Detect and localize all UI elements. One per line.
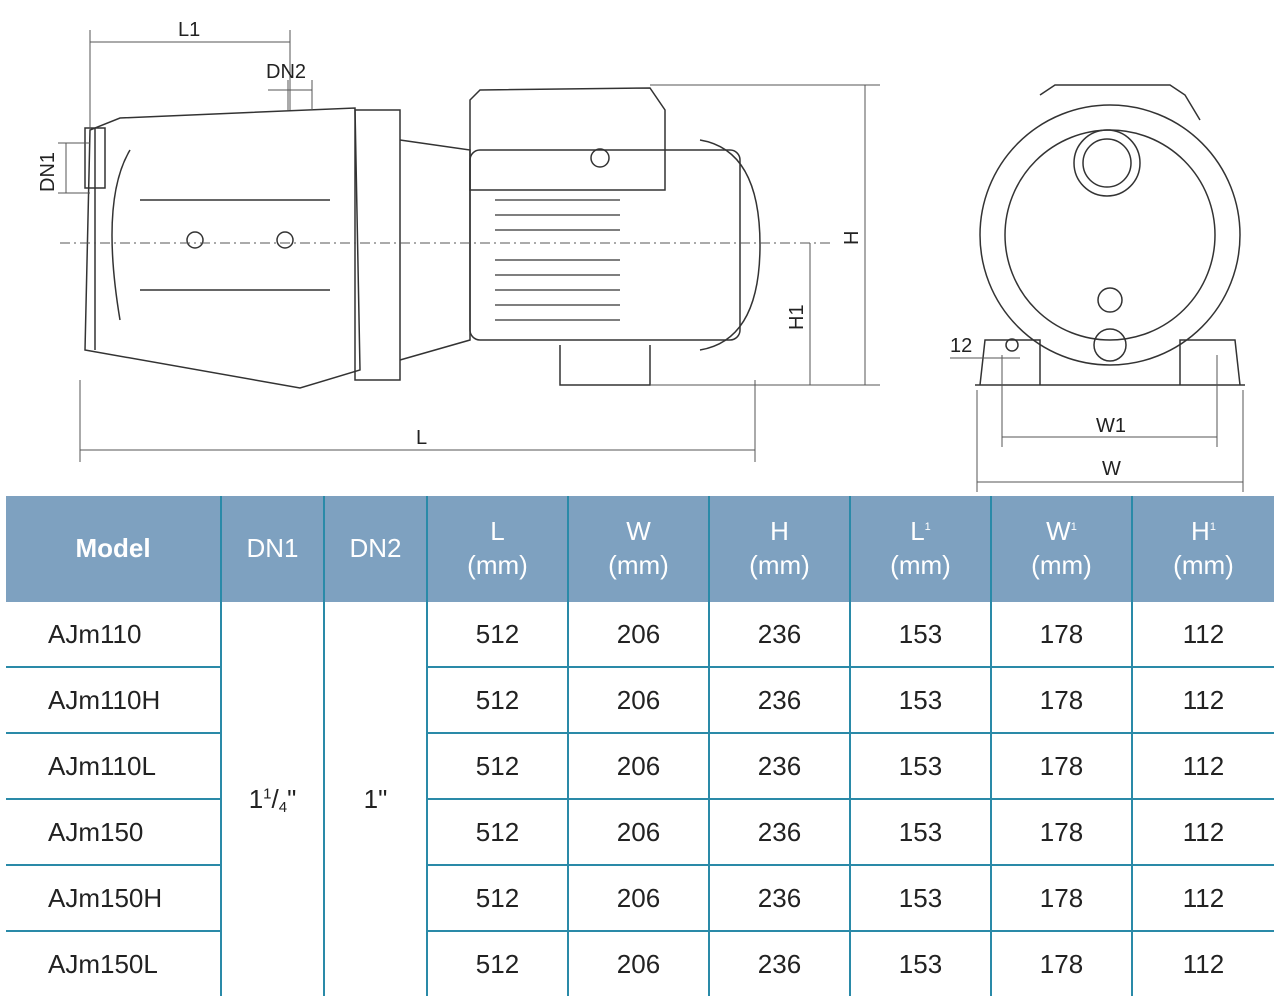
cell-w1: 178 (990, 602, 1132, 667)
cell-h1: 112 (1131, 864, 1274, 931)
cell-h: 236 (708, 666, 850, 733)
cell-w: 206 (567, 930, 709, 996)
header-h: H(mm) (708, 496, 850, 602)
cell-l1: 153 (849, 666, 991, 733)
dim-label-w: W (1102, 458, 1121, 480)
header-l1: L1(mm) (849, 496, 991, 602)
header-dn1: DN1 (220, 496, 324, 602)
cell-model: AJm110H (6, 666, 221, 733)
cell-l1: 153 (849, 930, 991, 996)
dim-label-foot: 12 (950, 335, 972, 357)
cell-model: AJm150H (6, 864, 221, 931)
cell-w: 206 (567, 798, 709, 865)
table-header-row: Model DN1 DN2 L(mm) W(mm) H(mm) L1(mm) W… (6, 496, 1274, 602)
cell-model: AJm150 (6, 798, 221, 865)
cell-h1: 112 (1131, 732, 1274, 799)
dim-label-l1: L1 (178, 19, 200, 41)
cell-l: 512 (426, 732, 568, 799)
cell-h: 236 (708, 602, 850, 667)
header-w: W(mm) (567, 496, 709, 602)
cell-w1: 178 (990, 930, 1132, 996)
cell-h: 236 (708, 930, 850, 996)
header-l: L(mm) (426, 496, 568, 602)
dimensions-table: Model DN1 DN2 L(mm) W(mm) H(mm) L1(mm) W… (6, 496, 1274, 996)
cell-w1: 178 (990, 864, 1132, 931)
front-view (950, 84, 1245, 492)
dim-label-h: H (841, 231, 863, 245)
cell-w: 206 (567, 732, 709, 799)
cell-h: 236 (708, 798, 850, 865)
cell-w1: 178 (990, 798, 1132, 865)
cell-w1: 178 (990, 732, 1132, 799)
cell-h1: 112 (1131, 602, 1274, 667)
cell-h: 236 (708, 732, 850, 799)
pump-dimension-drawing: L1 DN2 DN1 H H1 L 12 W1 W (37, 19, 1245, 492)
cell-l: 512 (426, 930, 568, 996)
dim-label-h1: H1 (786, 304, 808, 330)
cell-dn2: 1" (323, 602, 427, 996)
cell-w: 206 (567, 864, 709, 931)
cell-l: 512 (426, 666, 568, 733)
cell-w1: 178 (990, 666, 1132, 733)
cell-l: 512 (426, 798, 568, 865)
dim-label-dn2: DN2 (266, 61, 306, 83)
header-w1: W1(mm) (990, 496, 1132, 602)
cell-l1: 153 (849, 732, 991, 799)
cell-w: 206 (567, 602, 709, 667)
cell-model: AJm110 (48, 618, 142, 649)
cell-h1: 112 (1131, 666, 1274, 733)
side-view (58, 30, 880, 462)
cell-model: AJm150L (6, 930, 221, 996)
cell-w: 206 (567, 666, 709, 733)
cell-l1: 153 (849, 864, 991, 931)
cell-model: AJm110L (6, 732, 221, 799)
dim-label-dn1: DN1 (37, 152, 59, 192)
dim-label-w1: W1 (1096, 415, 1126, 437)
cell-dn1: 11/4" (220, 602, 324, 996)
cell-l: 512 (426, 864, 568, 931)
header-model: Model (6, 496, 221, 602)
cell-h1: 112 (1131, 798, 1274, 865)
cell-h: 236 (708, 864, 850, 931)
cell-l1: 153 (849, 602, 991, 667)
header-h1: H1(mm) (1131, 496, 1274, 602)
cell-h1: 112 (1131, 930, 1274, 996)
cell-l: 512 (426, 602, 568, 667)
cell-l1: 153 (849, 798, 991, 865)
header-dn2: DN2 (323, 496, 427, 602)
dim-label-l: L (416, 427, 427, 449)
